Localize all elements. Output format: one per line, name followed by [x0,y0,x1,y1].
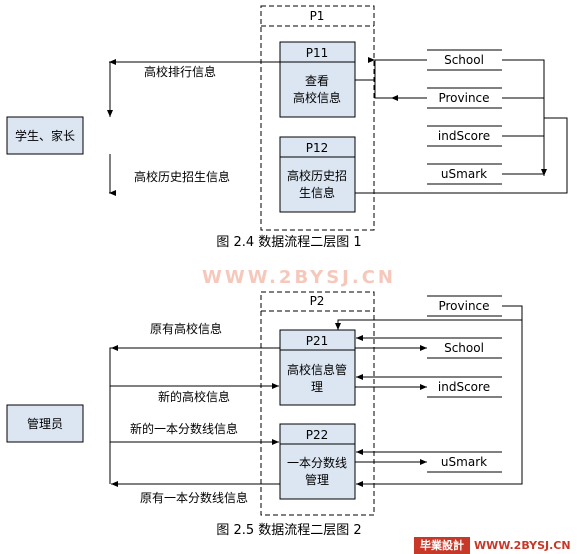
external-entity-admin [6,404,84,443]
data-store-school: School [427,49,502,71]
flow-stores-right-rail [502,59,545,175]
process-p22-name-line1: 一本分数线 [287,455,347,470]
process-p21 [279,329,356,406]
svg-text:Province: Province [438,91,489,105]
svg-text:Province: Province [438,299,489,313]
flow-history-admission-info: 高校历史招生信息 [109,154,230,193]
process-p11-id: P11 [306,46,329,60]
process-p21-id: P21 [306,334,329,348]
process-p21-name-line1: 高校信息管 [287,362,347,377]
parent-process-p2-label: P2 [310,294,325,308]
svg-text:uSmark: uSmark [441,167,487,181]
flow-ranking-info: 高校排行信息 [107,59,280,117]
flow-province-to-p21 [337,319,522,329]
parent-process-p1-label: P1 [310,9,325,23]
flow-p11-province [374,80,427,99]
process-p11 [279,41,356,118]
process-p22-name-line2: 管理 [305,472,329,487]
flow-original-cutoff-label: 原有一本分数线信息 [140,490,248,505]
parent-process-p1 [260,5,375,231]
logo-url: WWW.2BYSJ.CN [474,539,571,552]
data-store-usmark-2: uSmark [427,451,502,473]
svg-text:School: School [444,53,484,67]
flow-new-school-label: 新的高校信息 [158,389,230,404]
process-p12 [279,136,356,213]
process-p12-name-line1: 高校历史招 [287,168,347,183]
data-store-school-2: School [427,337,502,359]
logo-badge: 毕業設計 [414,537,470,554]
flow-original-school-label: 原有高校信息 [150,321,222,336]
external-entity-admin-label: 管理员 [27,416,63,431]
data-store-indscore: indScore [427,125,502,147]
svg-text:高校排行信息: 高校排行信息 [144,64,216,79]
caption-fig-2-5: 图 2.5 数据流程二层图 2 [216,523,361,538]
svg-text:高校历史招生信息: 高校历史招生信息 [134,169,230,184]
diagram-1: P1 学生、家长 P11 查看 高校信息 P12 高校历史招 生信息 Schoo… [6,5,568,250]
process-p22-id: P22 [306,428,329,442]
flow-p12-to-stores [355,117,568,194]
process-p12-id: P12 [306,141,329,155]
diagram-2: P2 管理员 P21 高校信息管 理 P22 一本分数线 管理 Province… [6,291,523,538]
flow-p11-school [355,59,427,81]
process-p11-name-line2: 高校信息 [293,90,341,105]
data-store-province-2: Province [427,295,502,317]
svg-text:indScore: indScore [438,380,490,394]
svg-text:uSmark: uSmark [441,455,487,469]
parent-process-p2 [260,291,375,516]
flow-original-school-info [109,347,280,484]
flow-province-rail [356,305,523,485]
caption-fig-2-4: 图 2.4 数据流程二层图 1 [216,235,361,250]
data-store-province: Province [427,87,502,109]
external-entity-label: 学生、家长 [15,128,75,143]
process-p22 [279,423,356,500]
process-p21-name-line2: 理 [311,380,323,394]
site-logo: 毕業設計 WWW.2BYSJ.CN [414,537,579,554]
external-entity-students-parents [6,116,84,155]
process-p11-name-line1: 查看 [305,74,329,88]
watermark-text: WWW.2BYSJ.CN [202,267,396,288]
svg-text:indScore: indScore [438,129,490,143]
svg-text:School: School [444,341,484,355]
flow-new-cutoff-label: 新的一本分数线信息 [130,421,238,436]
data-store-indscore-2: indScore [427,376,502,398]
data-store-usmark: uSmark [427,163,502,185]
process-p12-name-line2: 生信息 [299,185,335,200]
